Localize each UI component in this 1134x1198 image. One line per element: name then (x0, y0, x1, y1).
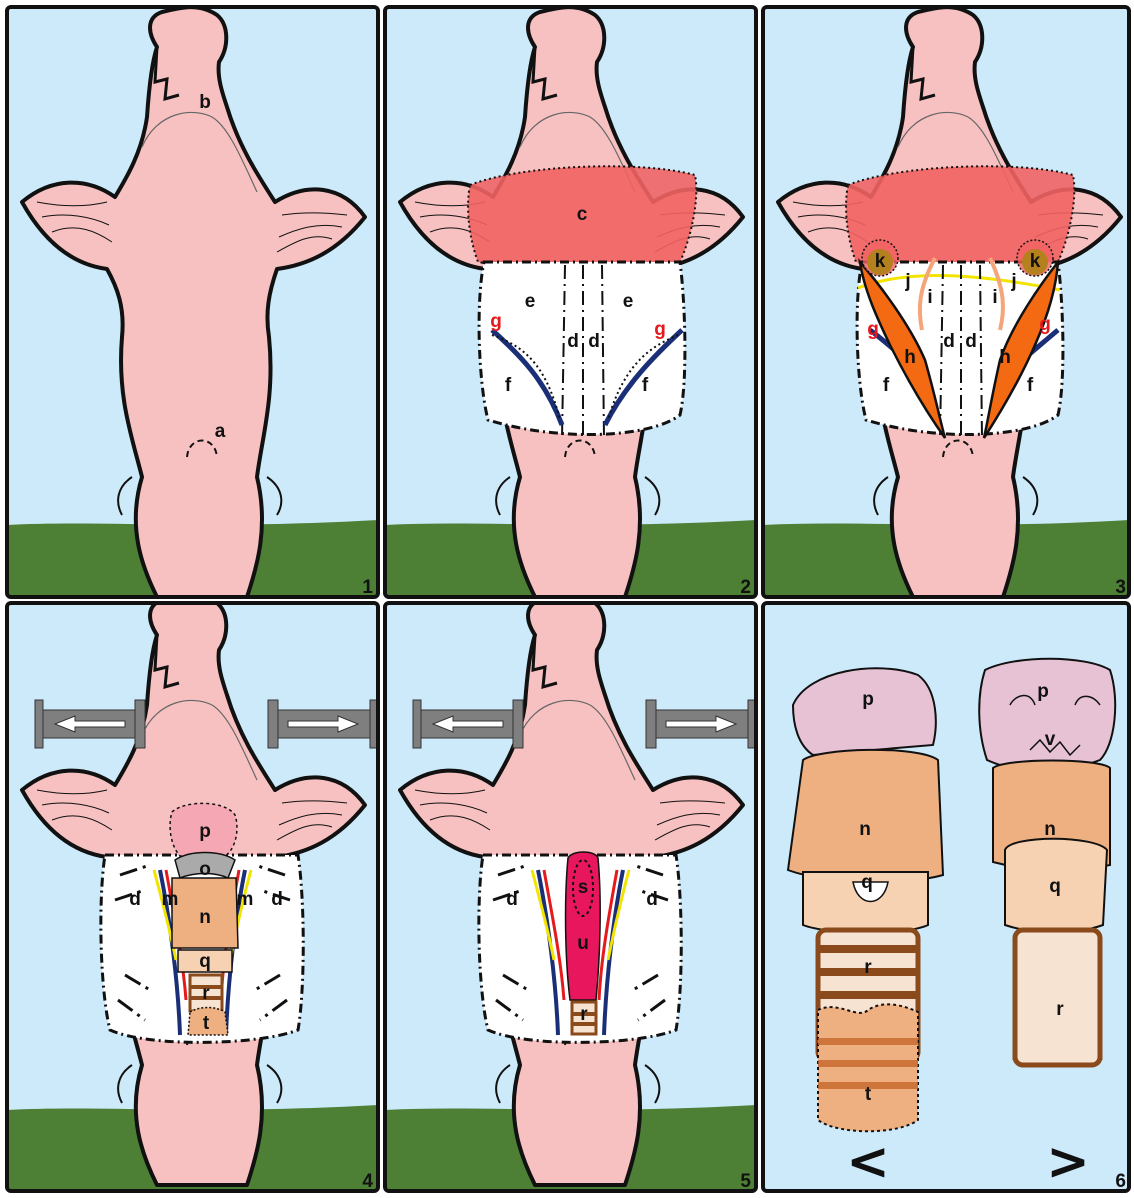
label-n-right: n (1044, 819, 1056, 840)
label-g-right: g (1039, 314, 1051, 335)
label-h-right: h (999, 347, 1011, 368)
label-e-right: e (623, 291, 634, 312)
label-v: v (1045, 729, 1056, 750)
label-f-left: f (883, 375, 890, 396)
label-d-left: d (129, 889, 141, 910)
label-r: r (202, 983, 210, 1004)
panel-number-3: 3 (1115, 577, 1126, 598)
label-m-left: m (162, 889, 179, 910)
panel-4: p o n m m d d q r t 4 (7, 595, 378, 1192)
label-m-right: m (237, 889, 254, 910)
label-t: t (203, 1013, 210, 1034)
label-a: a (215, 421, 226, 442)
label-c: c (577, 204, 588, 225)
label-f-right: f (1027, 375, 1034, 396)
panel-2: c e e d d g g f f 2 (385, 7, 756, 598)
orientation-arrow-right: > (1046, 1132, 1090, 1192)
label-g-left: g (490, 311, 502, 332)
label-d-left: d (506, 889, 518, 910)
label-d-right: d (271, 889, 283, 910)
label-d-left: d (943, 331, 955, 352)
label-p: p (199, 821, 211, 842)
panel-1: b a 1 (7, 7, 378, 598)
orientation-arrow-left: < (846, 1132, 890, 1192)
label-r: r (580, 1004, 588, 1025)
label-o: o (199, 859, 211, 880)
label-n: n (199, 907, 211, 928)
label-d-right: d (588, 331, 600, 352)
label-h-left: h (904, 347, 916, 368)
label-r-right: r (1056, 999, 1064, 1020)
label-f-left: f (505, 375, 512, 396)
label-d-right: d (646, 889, 658, 910)
label-p-left: p (862, 689, 874, 710)
label-b: b (199, 92, 211, 113)
panel-number-1: 1 (362, 577, 373, 598)
label-r-left: r (864, 957, 872, 978)
panel-3: k k j j i i g g d d h h f f 3 (763, 7, 1129, 598)
panel-5: s u r d d 5 (385, 595, 756, 1192)
label-p-right: p (1037, 681, 1049, 702)
label-q-left: q (861, 872, 873, 893)
label-u: u (577, 933, 589, 954)
label-s: s (578, 877, 589, 898)
label-k-right: k (1030, 251, 1041, 272)
label-i-right: i (992, 287, 997, 308)
label-f-right: f (642, 375, 649, 396)
panel-number-2: 2 (740, 577, 751, 598)
label-q-right: q (1049, 876, 1061, 897)
label-t: t (865, 1084, 872, 1105)
label-j-right: j (1010, 271, 1016, 292)
panel-number-5: 5 (740, 1171, 751, 1192)
label-k-left: k (875, 251, 886, 272)
label-e-left: e (525, 291, 536, 312)
panel-number-4: 4 (362, 1171, 373, 1192)
label-j-left: j (904, 271, 910, 292)
label-g-left: g (867, 319, 879, 340)
label-q: q (199, 951, 211, 972)
label-i-left: i (927, 287, 932, 308)
label-d-left: d (567, 331, 579, 352)
panel-6: p n q r t p v n q r < > 6 (763, 603, 1129, 1192)
panel-number-6: 6 (1115, 1171, 1126, 1192)
label-n-left: n (859, 819, 871, 840)
label-d-right: d (965, 331, 977, 352)
label-g-right: g (654, 319, 666, 340)
